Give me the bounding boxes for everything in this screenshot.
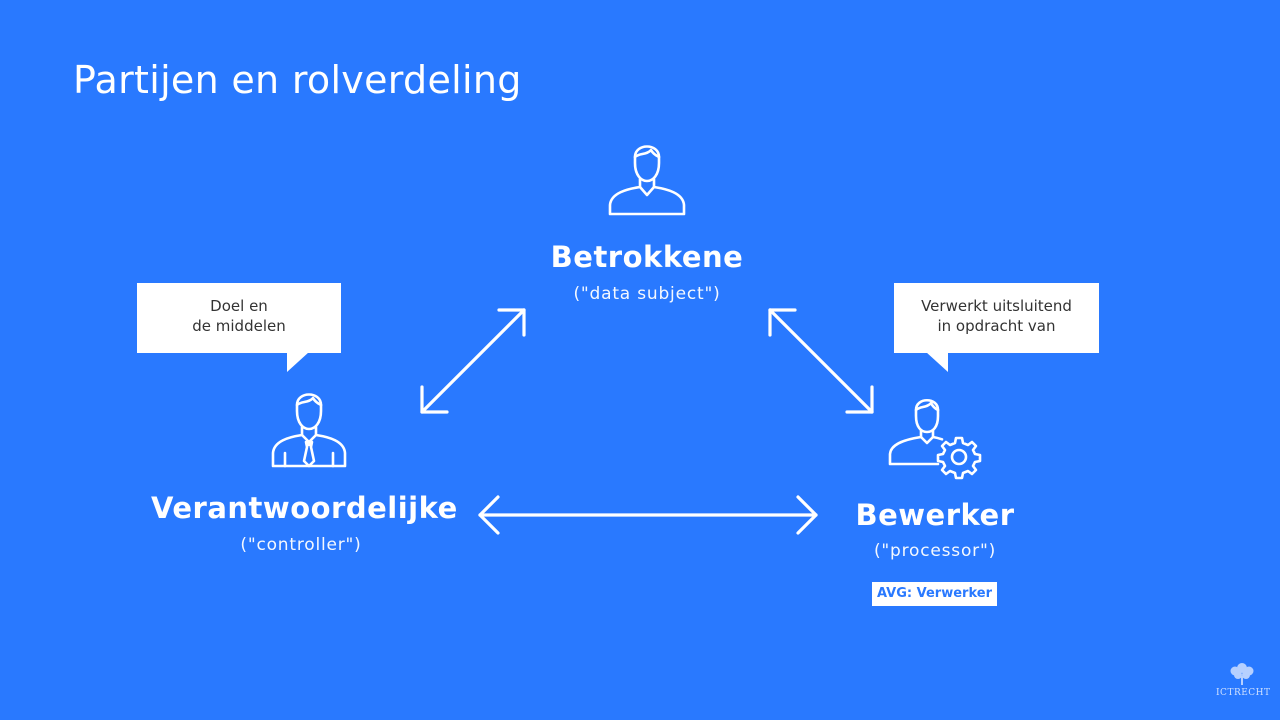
person-with-gear-icon xyxy=(888,398,982,480)
tree-logo-icon xyxy=(1230,663,1254,685)
speech-bubble-controller: Doel en de middelen xyxy=(137,283,341,372)
bubble-tail xyxy=(287,352,309,372)
status-badge-avg: AVG: Verwerker xyxy=(872,582,997,606)
bubble-processor-line1: Verwerkt uitsluitend xyxy=(921,297,1072,315)
bubble-controller-line1: Doel en xyxy=(210,297,268,315)
person-with-tie-icon xyxy=(271,393,347,468)
role-name-bewerker: Bewerker xyxy=(855,498,1015,532)
role-name-verantwoordelijke: Verantwoordelijke xyxy=(151,491,458,525)
bubble-processor-line2: in opdracht van xyxy=(937,317,1056,335)
bubble-tail xyxy=(926,352,948,372)
role-subtitle-bewerker: ("processor") xyxy=(873,541,997,561)
person-icon xyxy=(608,145,686,216)
speech-bubble-processor: Verwerkt uitsluitend in opdracht van xyxy=(894,283,1099,372)
logo-text: ICTRECHT xyxy=(1216,688,1271,698)
role-subtitle-betrokkene: ("data subject") xyxy=(573,284,721,304)
bubble-controller-line2: de middelen xyxy=(192,317,286,335)
slide-title: Partijen en rolverdeling xyxy=(73,58,522,102)
role-subtitle-verantwoordelijke: ("controller") xyxy=(240,535,362,555)
role-name-betrokkene: Betrokkene xyxy=(550,240,744,274)
